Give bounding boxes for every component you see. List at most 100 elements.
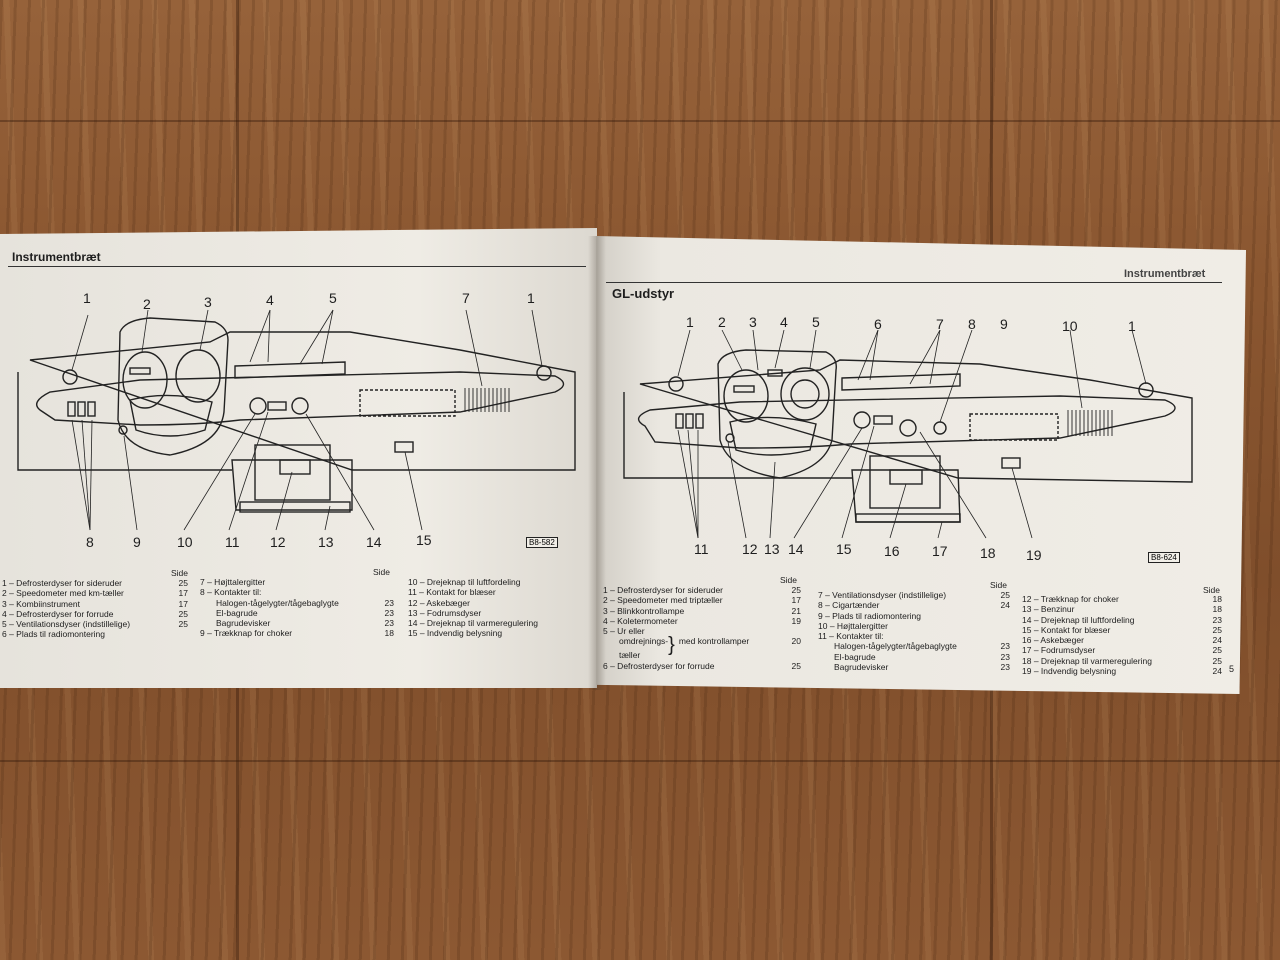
- callout-number: 10: [1062, 318, 1078, 334]
- callout-number: 13: [318, 534, 334, 550]
- legend-item: 11 – Kontakt for blæser: [408, 587, 496, 598]
- legend-item: 16 – Askebæger: [1022, 635, 1084, 646]
- callout-number: 12: [270, 534, 286, 550]
- legend-page: 20: [791, 636, 801, 647]
- legend-page: 18: [384, 628, 394, 639]
- callout-number: 5: [329, 290, 337, 306]
- legend-column: 12 – Trækknap for choker 18 13 – Benzinur…: [1022, 594, 1222, 676]
- legend-page: 17: [178, 588, 188, 599]
- callout-number: 2: [143, 296, 151, 312]
- callout-number: 13: [764, 541, 780, 557]
- legend-item: 14 – Drejeknap til luftfordeling: [1022, 614, 1135, 625]
- legend-page: 23: [1000, 651, 1010, 662]
- legend-item: 1 – Defrosterdyser for sideruder: [2, 578, 122, 588]
- legend-page: 23: [384, 618, 394, 629]
- legend-item: 10 – Højttalergitter: [818, 620, 888, 631]
- callout-number: 18: [980, 545, 996, 561]
- legend-page: 25: [178, 608, 188, 619]
- plank-seam: [0, 760, 1280, 762]
- legend-item: 11 – Kontakter til:: [818, 631, 884, 642]
- legend-column: 7 – Højttalergitter 8 – Kontakter til: H…: [200, 577, 394, 639]
- callout-number: 3: [749, 314, 757, 330]
- callout-number: 7: [462, 290, 470, 306]
- legend-page: 23: [1000, 641, 1010, 652]
- legend-item: 17 – Fodrumsdyser: [1022, 645, 1096, 656]
- legend-page: 25: [791, 585, 801, 595]
- dashboard-diagram-left: [17, 309, 576, 531]
- side-header: Side: [780, 575, 798, 585]
- legend-page: 23: [1212, 614, 1222, 625]
- legend-page: 18: [1212, 594, 1222, 604]
- callout-number: 10: [177, 534, 193, 550]
- legend-item: 6 – Defrosterdyser for forrude: [603, 660, 715, 671]
- legend-item: 9 – Trækknap for choker: [200, 628, 293, 639]
- legend-page: 25: [178, 578, 188, 588]
- legend-item: 4 – Defrosterdyser for forrude: [2, 608, 114, 619]
- legend-item: 19 – Indvendig belysning: [1022, 666, 1117, 677]
- callout-number: 9: [1000, 316, 1008, 332]
- legend-item: 15 – Kontakt for blæser: [1022, 624, 1111, 635]
- legend-page: 24: [1000, 600, 1010, 611]
- header-rule: [606, 282, 1222, 283]
- callout-number: 6: [874, 316, 882, 332]
- callout-number: 4: [780, 314, 788, 330]
- legend-page: 24: [1212, 635, 1222, 646]
- left-page: [0, 228, 597, 688]
- legend-page: 18: [1212, 604, 1222, 615]
- legend-item: El-bagrude: [834, 651, 876, 662]
- callout-number: 3: [204, 294, 212, 310]
- legend-item: 7 – Ventilationsdyser (indstillelige): [818, 590, 947, 600]
- right-page-title: GL-udstyr: [612, 286, 675, 301]
- legend-page: 17: [178, 598, 188, 609]
- callout-number: 19: [1026, 547, 1042, 563]
- legend-item: 2 – Speedometer med km-tæller: [2, 588, 124, 599]
- legend-page: 25: [1212, 624, 1222, 635]
- callout-number: 7: [936, 316, 944, 332]
- legend-item: 12 – Askebæger: [408, 597, 470, 608]
- legend-column: 1 – Defrosterdyser for sideruder 25 2 – S…: [603, 585, 801, 671]
- legend-item: 10 – Drejeknap til luftfordeling: [408, 577, 521, 587]
- legend-page: 21: [791, 605, 801, 616]
- legend-item: El-bagrude: [216, 607, 258, 618]
- legend-page: 23: [384, 607, 394, 618]
- callout-number: 14: [788, 541, 804, 557]
- figure-code: B8-582: [526, 537, 558, 548]
- callout-number: 11: [694, 541, 709, 557]
- legend-page: 25: [178, 619, 188, 630]
- legend-item: Bagrudevisker: [216, 618, 271, 629]
- legend-item: 14 – Drejeknap til varmeregulering: [408, 618, 538, 629]
- legend-item: Bagrudevisker: [834, 662, 889, 673]
- right-page-header: Instrumentbræt: [1124, 268, 1206, 280]
- legend-item: 13 – Fodrumsdyser: [408, 607, 482, 618]
- callout-number: 8: [86, 534, 94, 550]
- callout-number: 17: [932, 543, 948, 559]
- side-header: Side: [171, 568, 189, 578]
- legend-item: 7 – Højttalergitter: [200, 577, 266, 587]
- legend-item: 12 – Trækknap for choker: [1022, 594, 1119, 604]
- plank-seam: [0, 120, 1280, 122]
- legend-page: 23: [384, 597, 394, 608]
- legend-item: 1 – Defrosterdyser for sideruder: [603, 585, 723, 595]
- legend-item: 18 – Drejeknap til varmeregulering: [1022, 655, 1152, 666]
- legend-item: Halogen-tågelygter/tågebaglygte: [216, 597, 339, 608]
- page-number: 5: [1229, 664, 1235, 674]
- callout-number: 16: [884, 543, 900, 559]
- callout-number: 1: [1128, 318, 1136, 334]
- legend-item: 4 – Koletermometer: [603, 615, 678, 626]
- legend-item: 5 – Ventilationsdyser (indstillelige): [2, 619, 131, 630]
- legend-page: 25: [1212, 645, 1222, 656]
- callout-number: 4: [266, 292, 274, 308]
- legend-column: 1 – Defrosterdyser for sideruder 25 2 – S…: [2, 578, 188, 640]
- legend-column: 10 – Drejeknap til luftfordeling 11 – Ko…: [408, 577, 588, 639]
- legend-page: 24: [1212, 666, 1222, 677]
- left-page-title: Instrumentbræt: [12, 250, 101, 264]
- legend-item: 13 – Benzinur: [1022, 604, 1075, 615]
- legend-item: 6 – Plads til radiomontering: [2, 629, 106, 640]
- legend-item: 15 – Indvendig belysning: [408, 628, 503, 639]
- legend-page: 19: [791, 615, 801, 626]
- legend-page: 25: [1000, 590, 1010, 600]
- legend-item: 3 – Kombiinstrument: [2, 598, 80, 609]
- legend-item: 2 – Speedometer med triptæller: [603, 595, 723, 606]
- right-page: [596, 236, 1246, 694]
- legend-item: 8 – Cigartænder: [818, 600, 880, 611]
